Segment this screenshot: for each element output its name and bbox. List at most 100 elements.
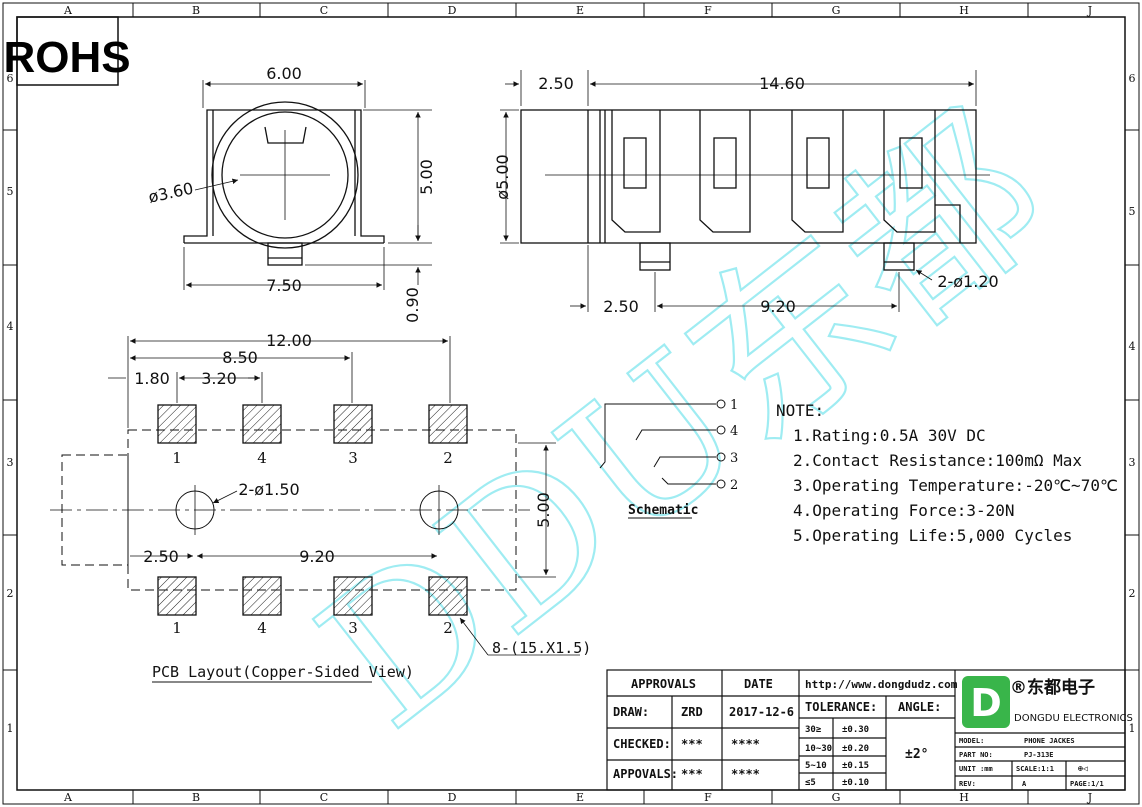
pcb-pad-spec: 8-(15.X1.5) — [492, 639, 591, 657]
row-label: 1 — [1129, 722, 1136, 735]
front-width-top: 6.00 — [266, 64, 302, 83]
pad-label: 4 — [257, 619, 267, 637]
side-pin-hole: 2-ø1.20 — [937, 272, 998, 291]
row-label: 3 — [7, 456, 14, 469]
pcb-dims — [108, 336, 580, 656]
col-label: G — [832, 791, 841, 804]
front-diameter: ø3.60 — [147, 179, 195, 207]
side-terminal — [611, 110, 661, 233]
note-item: 3.Operating Temperature:-20℃~70℃ — [793, 476, 1118, 495]
col-label: H — [959, 791, 969, 804]
tb-draw-date: 2017-12-6 — [729, 705, 794, 719]
tb-rev-label: REV: — [959, 780, 976, 788]
border-labels: A B C D E F G H J A B C D E F G H J 6 5 … — [7, 4, 1136, 804]
col-label: J — [1087, 791, 1092, 804]
side-length: 14.60 — [759, 74, 805, 93]
schematic-pin-label: 1 — [730, 398, 738, 413]
rohs-text: ROHS — [3, 33, 130, 82]
pad-label: 4 — [257, 449, 267, 467]
pcb-total: 12.00 — [266, 331, 312, 350]
tol-range: ≤5 — [805, 778, 816, 788]
schematic-pin-label: 3 — [730, 451, 738, 466]
pcb-pad-labels: 1 4 3 2 1 4 3 2 — [172, 449, 453, 637]
pad-label: 1 — [172, 449, 182, 467]
note-item: 1.Rating:0.5A 30V DC — [793, 426, 986, 445]
tb-website: http://www.dongdudz.com — [805, 678, 958, 691]
side-pin-offset: 2.50 — [603, 297, 639, 316]
note-item: 5.Operating Life:5,000 Cycles — [793, 526, 1072, 545]
tb-rev-value: A — [1022, 780, 1027, 788]
pcb-pad — [157, 576, 197, 616]
note-item: 4.Operating Force:3-20N — [793, 501, 1015, 520]
side-view — [500, 70, 990, 312]
tb-approvals: APPROVALS — [631, 677, 696, 691]
tb-appovals-name: *** — [681, 767, 703, 781]
row-label: 5 — [1129, 205, 1136, 218]
tol-value: ±0.30 — [842, 725, 869, 735]
col-label: G — [832, 4, 841, 17]
row-label: 4 — [7, 320, 14, 333]
row-label: 4 — [1129, 340, 1136, 353]
tb-company-cn: ®东都电子 — [1010, 677, 1095, 698]
pcb-pad — [333, 576, 373, 616]
note-item: 2.Contact Resistance:100mΩ Max — [793, 451, 1082, 470]
tb-appovals-label: APPOVALS: — [613, 767, 678, 781]
schematic-pin-label: 2 — [730, 478, 738, 493]
pcb-hole-pitch: 9.20 — [299, 547, 335, 566]
tol-value: ±0.15 — [842, 761, 869, 771]
pcb-pad — [333, 404, 373, 444]
tb-model-label: MODEL: — [959, 737, 984, 745]
notes-title: NOTE: — [776, 401, 824, 420]
side-offset: 2.50 — [538, 74, 574, 93]
tol-range: 10~30 — [805, 744, 832, 754]
tb-unit-label: UNIT :mm — [959, 765, 993, 773]
col-label: F — [704, 791, 712, 804]
side-terminal — [883, 110, 936, 233]
col-label: D — [448, 791, 457, 804]
schematic-pin — [716, 425, 726, 435]
tb-checked-name: *** — [681, 737, 703, 751]
col-label: C — [320, 4, 328, 17]
row-label: 2 — [1129, 587, 1136, 600]
col-label: F — [704, 4, 712, 17]
tb-part-label: PART NO: — [959, 751, 993, 759]
row-label: 3 — [1129, 456, 1136, 469]
front-width-bottom: 7.50 — [266, 276, 302, 295]
col-label: H — [959, 4, 969, 17]
row-label: 6 — [7, 72, 14, 85]
pcb-d180: 1.80 — [134, 369, 170, 388]
title-block — [606, 669, 1126, 791]
tb-company-en: DONGDU ELECTRONICS — [1014, 713, 1133, 724]
pad-label: 2 — [443, 449, 453, 467]
tb-angle-value: ±2° — [905, 747, 928, 762]
tb-scale-label: SCALE:1:1 — [1016, 765, 1054, 773]
front-view — [183, 80, 432, 290]
tb-page-label: PAGE:1/1 — [1070, 780, 1104, 788]
tol-range: 30≥ — [805, 725, 822, 735]
pcb-caption: PCB Layout(Copper-Sided View) — [152, 663, 414, 681]
pcb-pad — [242, 576, 282, 616]
pcb-layout — [50, 429, 530, 591]
pcb-d320: 3.20 — [201, 369, 237, 388]
row-label: 6 — [1129, 72, 1136, 85]
side-pin-pitch: 9.20 — [760, 297, 796, 316]
tb-part-value: PJ-313E — [1024, 751, 1054, 759]
tb-appovals-date: **** — [731, 767, 760, 781]
pcb-d850: 8.50 — [222, 348, 258, 367]
pcb-pads-top — [157, 404, 468, 444]
col-label: E — [576, 4, 584, 17]
pcb-holes: 2-ø1.50 — [238, 480, 299, 499]
schematic-pin — [716, 399, 726, 409]
pad-label: 2 — [443, 619, 453, 637]
rohs-badge: ROHS — [3, 16, 131, 86]
tol-value: ±0.20 — [842, 744, 869, 754]
row-label: 5 — [7, 185, 14, 198]
notes: NOTE: 1.Rating:0.5A 30V DC 2.Contact Res… — [776, 401, 1118, 545]
tb-checked-label: CHECKED: — [613, 737, 671, 751]
col-label: B — [192, 791, 200, 804]
schematic-pin — [716, 452, 726, 462]
front-height: 5.00 — [417, 159, 436, 195]
col-label: J — [1087, 4, 1092, 17]
side-diameter: ø5.00 — [493, 154, 512, 199]
